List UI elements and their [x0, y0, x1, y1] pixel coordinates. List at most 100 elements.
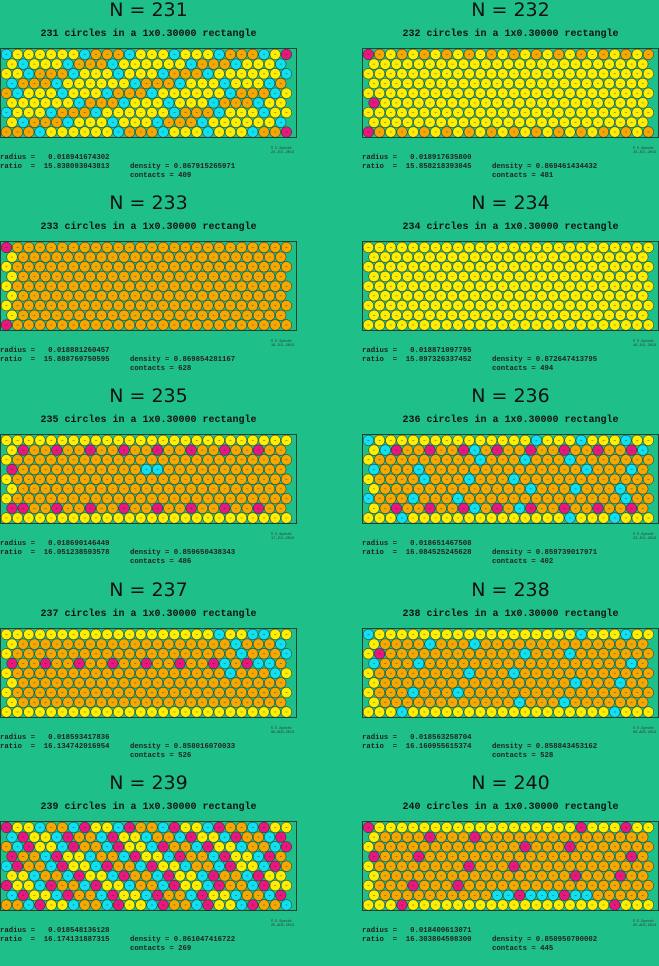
ratio-value: ratio = 16.303804598300: [362, 936, 472, 944]
circle-packing-figure: [0, 821, 297, 911]
panel-title: N = 240: [471, 772, 550, 794]
contacts-value: contacts = 481: [492, 172, 554, 180]
ratio-value: ratio = 16.084525245628: [362, 549, 472, 557]
density-value: density = 0.858016070033: [130, 743, 236, 751]
ratio-value: ratio = 16.134742016954: [0, 743, 110, 751]
packing-panel-232: N = 232 232 circles in a 1x0.30000 recta…: [362, 0, 659, 193]
packing-panel-236: N = 236 236 circles in a 1x0.30000 recta…: [362, 385, 659, 579]
contacts-value: contacts = 528: [492, 752, 554, 760]
radius-value: radius = 0.018690146449: [0, 540, 110, 548]
density-value: density = 0.869854281167: [130, 356, 236, 364]
density-value: density = 0.867915265971: [130, 163, 236, 171]
packing-panel-233: N = 233 233 circles in a 1x0.30000 recta…: [0, 192, 297, 386]
contacts-value: contacts = 628: [130, 365, 192, 373]
circle-packing-figure: [362, 628, 659, 718]
radius-value: radius = 0.018593417836: [0, 734, 110, 742]
contacts-value: contacts = 486: [130, 558, 192, 566]
contacts-value: contacts = 526: [130, 752, 192, 760]
radius-value: radius = 0.018871097795: [362, 347, 472, 355]
panel-subtitle: 232 circles in a 1x0.30000 rectangle: [402, 29, 619, 40]
density-value: density = 0.858843453162: [492, 743, 598, 751]
panel-subtitle: 233 circles in a 1x0.30000 rectangle: [40, 222, 257, 233]
panel-subtitle: 238 circles in a 1x0.30000 rectangle: [402, 609, 619, 620]
panel-title: N = 239: [109, 772, 188, 794]
circle-packing-figure: [0, 48, 297, 138]
circle-packing-figure: [0, 434, 297, 524]
ratio-value: ratio = 16.174131887315: [0, 936, 110, 944]
panel-subtitle: 240 circles in a 1x0.30000 rectangle: [402, 802, 619, 813]
radius-value: radius = 0.018917635800: [362, 154, 472, 162]
panel-title: N = 235: [109, 385, 188, 407]
radius-value: radius = 0.018881260457: [0, 347, 110, 355]
panel-title: N = 238: [471, 579, 550, 601]
density-value: density = 0.850950790002: [492, 936, 598, 944]
circle-packing-figure: [362, 434, 659, 524]
ratio-value: ratio = 15.897326337452: [362, 356, 472, 364]
radius-value: radius = 0.018941674302: [0, 154, 110, 162]
packing-panel-240: N = 240 240 circles in a 1x0.30000 recta…: [362, 772, 659, 966]
radius-value: radius = 0.018400613071: [362, 927, 472, 935]
panel-subtitle: 234 circles in a 1x0.30000 rectangle: [402, 222, 619, 233]
panel-title: N = 234: [471, 192, 550, 214]
packing-panel-237: N = 237 237 circles in a 1x0.30000 recta…: [0, 579, 297, 773]
packing-panel-239: N = 239 239 circles in a 1x0.30000 recta…: [0, 772, 297, 966]
contacts-value: contacts = 445: [492, 945, 554, 953]
circle-packing-figure: [362, 48, 659, 138]
packing-panel-238: N = 238 238 circles in a 1x0.30000 recta…: [362, 579, 659, 773]
panel-subtitle: 239 circles in a 1x0.30000 rectangle: [40, 802, 257, 813]
radius-value: radius = 0.018548136128: [0, 927, 110, 935]
panel-title: N = 231: [109, 0, 188, 21]
panel-subtitle: 236 circles in a 1x0.30000 rectangle: [402, 415, 619, 426]
density-value: density = 0.859650438343: [130, 549, 236, 557]
radius-value: radius = 0.018651467508: [362, 540, 472, 548]
radius-value: radius = 0.018563258704: [362, 734, 472, 742]
packing-panel-231: N = 231 231 circles in a 1x0.30000 recta…: [0, 0, 297, 193]
contacts-value: contacts = 269: [130, 945, 192, 953]
circle-packing-figure: [362, 241, 659, 331]
ratio-value: ratio = 16.051238593578: [0, 549, 110, 557]
packing-panel-235: N = 235 235 circles in a 1x0.30000 recta…: [0, 385, 297, 579]
contacts-value: contacts = 494: [492, 365, 554, 373]
circle-packing-figure: [362, 821, 659, 911]
ratio-value: ratio = 15.838093043813: [0, 163, 110, 171]
panel-title: N = 237: [109, 579, 188, 601]
density-value: density = 0.859739017971: [492, 549, 598, 557]
packing-panel-234: N = 234 234 circles in a 1x0.30000 recta…: [362, 192, 659, 386]
density-value: density = 0.869461434432: [492, 163, 598, 171]
circle-packing-figure: [0, 241, 297, 331]
circle-packing-figure: [0, 628, 297, 718]
ratio-value: ratio = 15.888769750595: [0, 356, 110, 364]
panel-title: N = 233: [109, 192, 188, 214]
density-value: density = 0.861047416722: [130, 936, 236, 944]
density-value: density = 0.872647413795: [492, 356, 598, 364]
panel-subtitle: 231 circles in a 1x0.30000 rectangle: [40, 29, 257, 40]
panel-title: N = 236: [471, 385, 550, 407]
panel-subtitle: 237 circles in a 1x0.30000 rectangle: [40, 609, 257, 620]
ratio-value: ratio = 15.858218393045: [362, 163, 472, 171]
contacts-value: contacts = 402: [492, 558, 554, 566]
contacts-value: contacts = 409: [130, 172, 192, 180]
ratio-value: ratio = 16.160955615374: [362, 743, 472, 751]
panel-title: N = 232: [471, 0, 550, 21]
panel-subtitle: 235 circles in a 1x0.30000 rectangle: [40, 415, 257, 426]
